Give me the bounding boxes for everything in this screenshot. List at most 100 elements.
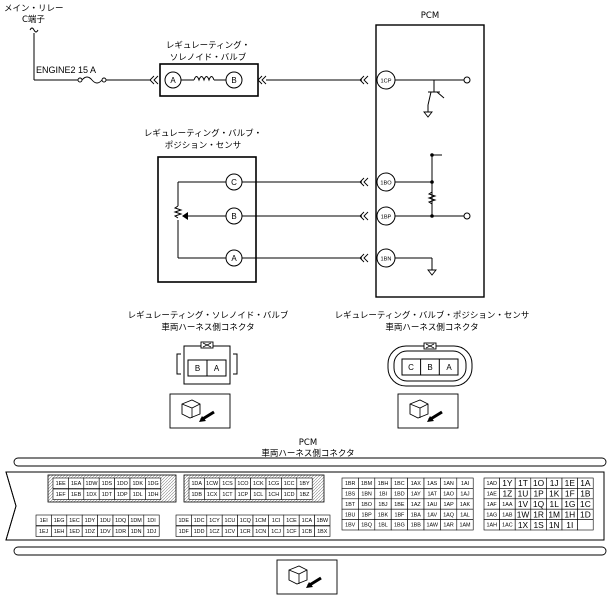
- pcm-pin-label: 1CV: [225, 529, 236, 535]
- solenoid-pin-b-label: B: [231, 76, 236, 85]
- pcm-pin-label: 1M: [548, 509, 560, 519]
- pcm-pin-label: 1V: [518, 499, 529, 509]
- pcm-pin-label: 1DK: [132, 481, 143, 487]
- pcm-pin-label: 1DO: [117, 481, 128, 487]
- pcm-pin-label: 1BQ: [361, 523, 372, 529]
- pcm-pin-label: 1CW: [206, 481, 219, 487]
- pcm-pin-label: 1AY: [411, 492, 421, 498]
- pcm-pin-label: 1F: [565, 489, 575, 499]
- pcm-pin-label: 1DT: [102, 492, 113, 498]
- pcm-pin-label: 1S: [533, 520, 544, 530]
- sensor-pin-b-label: B: [231, 212, 236, 221]
- pcm-pin-label: 1DZ: [85, 529, 96, 535]
- pcm-pin-label: 1J: [550, 478, 559, 488]
- pcm-title: PCM: [421, 11, 439, 21]
- pcm-pin-label: 1BW: [316, 518, 329, 524]
- pcm-pin-label: 1BK: [378, 512, 389, 518]
- pcm-pin-label: 1CK: [253, 481, 264, 487]
- pcm-pin-label: 1AK: [460, 502, 471, 508]
- connector-chevron-icon: [359, 211, 369, 221]
- pcm-pin-label: 1AV: [427, 512, 437, 518]
- conn1-label-2: 車両ハーネス側コネクタ: [161, 322, 254, 333]
- view-direction-icon: [169, 393, 231, 429]
- pcm-pin-label: 1BD: [394, 492, 405, 498]
- pcm-pin-label: 1BG: [394, 523, 405, 529]
- pcm-pin-label: 1DS: [102, 481, 113, 487]
- sensor-pin-c-label: C: [231, 178, 237, 187]
- pcm-pin-label: 1CU: [225, 518, 236, 524]
- fuse-icon: [77, 76, 107, 84]
- pcm-pin-label: 1G: [564, 499, 575, 509]
- pcm-pin-label: 1K: [549, 489, 560, 499]
- pcm-pin-label: 1Y: [502, 478, 513, 488]
- pcm-pin-label: 1DV: [100, 529, 111, 535]
- pcm-pin-label: 1CM: [255, 518, 267, 524]
- solenoid-connector: B A: [176, 341, 238, 385]
- pcm-pin-label: 1A: [580, 478, 591, 488]
- pcm-pin-1cp-label: 1CP: [381, 79, 392, 85]
- pcm-pin-label: 1AT: [427, 492, 437, 498]
- pcm-pin-label: 1BT: [345, 502, 356, 508]
- pcm-pin-label: 1DD: [194, 529, 205, 535]
- pcm-pin-label: 1DH: [148, 492, 159, 498]
- pcm-pin-cell: [577, 519, 594, 531]
- pcm-pin-label: 1DM: [130, 518, 142, 524]
- pcm-pin-label: 1X: [518, 520, 529, 530]
- pcm-pin-label: 1BP: [361, 512, 372, 518]
- pcm-pin-label: 1AC: [502, 523, 513, 529]
- pcm-pin-label: 1EF: [56, 492, 67, 498]
- pcm-pin-label: 1B: [580, 489, 591, 499]
- pcm-pin-label: 1EE: [56, 481, 67, 487]
- connector-chevron-icon: [359, 253, 369, 263]
- pcm-pin-label: 1E: [565, 478, 576, 488]
- pcm-pin-label: 1DB: [191, 492, 202, 498]
- pcm-pin-label: 1CI: [272, 518, 280, 524]
- pcm-pin-label: 1BS: [345, 492, 356, 498]
- pcm-pin-label: 1CP: [238, 492, 249, 498]
- pcm-pin-label: 1CG: [268, 481, 279, 487]
- pcm-pin-label: 1AO: [443, 492, 454, 498]
- pcm-pin-label: 1CH: [268, 492, 279, 498]
- pcm-pin-label: 1DJ: [147, 529, 157, 535]
- pcm-pin-label: 1ED: [69, 529, 80, 535]
- c-terminal-label: C端子: [22, 14, 45, 25]
- pcm-pin-label: 1BA: [411, 512, 422, 518]
- conn2-label-1: レギュレーティング・バルブ・ポジション・センサ: [335, 310, 530, 321]
- potentiometer-icon: [173, 181, 226, 259]
- pcm-pin-label: 1CD: [284, 492, 295, 498]
- conn2-label-2: 車両ハーネス側コネクタ: [385, 322, 478, 333]
- pcm-pin-label: 1AI: [461, 481, 469, 487]
- pcm-pin-label: 1DA: [191, 481, 202, 487]
- pcm-pin-label: 1CY: [209, 518, 220, 524]
- pcm-pin-label: 1AH: [487, 523, 498, 529]
- pcm-pin-label: 1CB: [302, 529, 313, 535]
- pcm-pin-label: 1DL: [133, 492, 143, 498]
- relay-tilde-icon: [29, 27, 39, 33]
- pcm-pin-label: 1EB: [71, 492, 82, 498]
- pcm-pin-1bp-label: 1BP: [381, 215, 392, 221]
- solenoid-label-1: レギュレーティング・: [166, 40, 250, 51]
- pcm-pin-label: 1BX: [317, 529, 328, 535]
- pcm-pin-label: 1EG: [54, 518, 65, 524]
- pcm-pin-label: 1AB: [502, 512, 513, 518]
- pcm-pin-label: 1CE: [286, 518, 297, 524]
- pcm-conn-label-2: 車両ハーネス側コネクタ: [261, 448, 354, 459]
- main-relay-label: メイン・リレー: [4, 4, 64, 14]
- pcm-pin-cell: [145, 477, 162, 489]
- conn1-cell-2: A: [214, 364, 220, 373]
- resistor-icon: [427, 191, 437, 205]
- pcm-pin-label: 1BV: [345, 523, 356, 529]
- pcm-pin-label: 1AX: [411, 481, 422, 487]
- pcm-pin-label: 1DU: [100, 518, 111, 524]
- pcm-pin-label: 1BO: [361, 502, 372, 508]
- view-direction-icon: [276, 559, 338, 595]
- pcm-pin-label: 1CX: [207, 492, 218, 498]
- pcm-pin-label: 1BY: [299, 481, 310, 487]
- pcm-pin-cell: [314, 514, 331, 526]
- pcm-pin-label: 1AU: [427, 502, 438, 508]
- pcm-pin-label: 1BF: [394, 512, 405, 518]
- solenoid-label-2: ソレノイド・バルブ: [170, 52, 247, 63]
- pcm-pin-label: 1BR: [345, 481, 356, 487]
